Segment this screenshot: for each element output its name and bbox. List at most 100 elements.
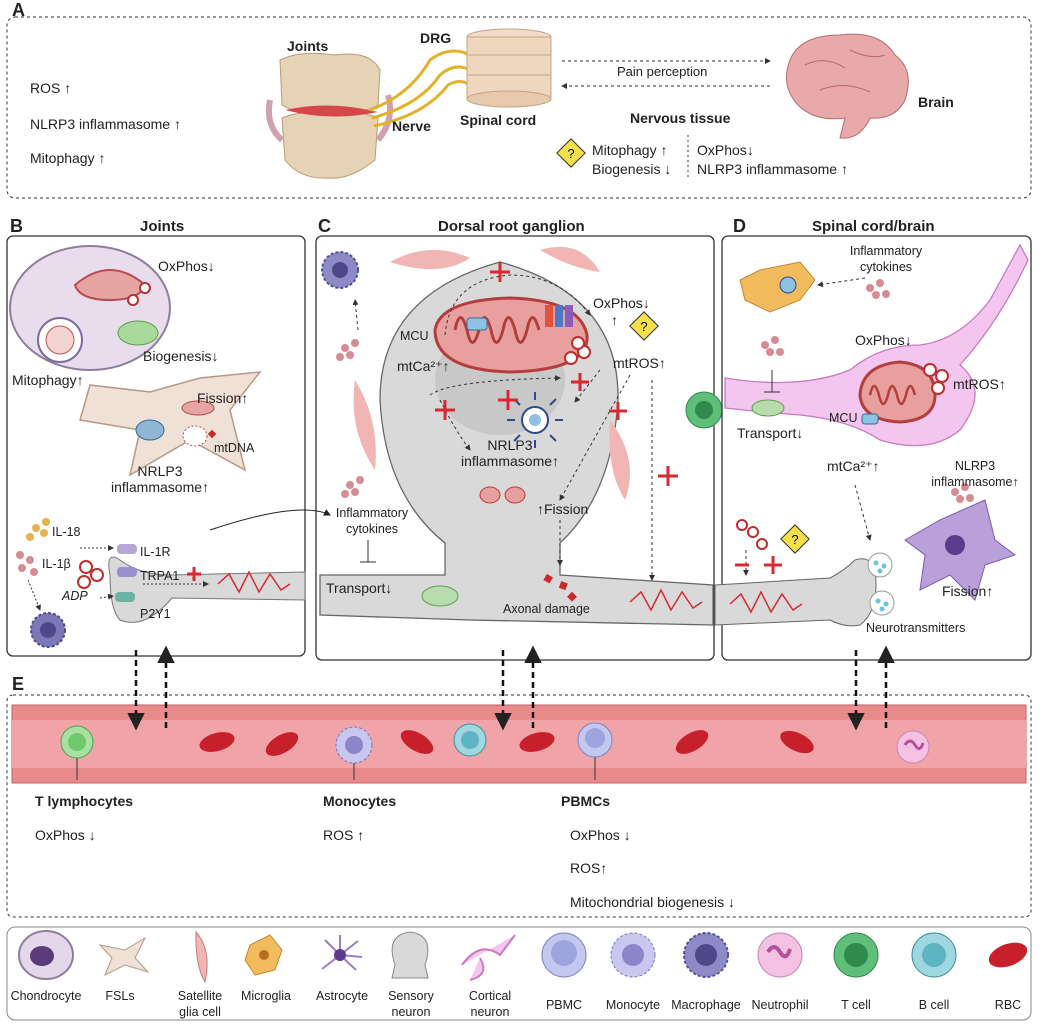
panel-c-letter: C	[318, 216, 331, 236]
vesicles	[867, 552, 895, 616]
t-lymphocytes-title: T lymphocytes	[35, 793, 134, 809]
inflammatory-line: Inflammatory	[335, 506, 409, 520]
astrocyte-cell	[904, 499, 1017, 601]
receptors	[115, 544, 137, 602]
nerve-fiber	[371, 65, 471, 120]
panel-e-letter: E	[12, 674, 25, 694]
drg-label: DRG	[420, 30, 452, 46]
blood-lumen	[12, 720, 1026, 768]
legend-label: Monocyte	[598, 997, 668, 1013]
monocytes-title: Monocytes	[323, 793, 397, 809]
satellite-glia	[353, 246, 630, 500]
pbmc	[577, 722, 613, 758]
cortical-neuron	[724, 243, 1029, 447]
legend-text: B cell	[918, 998, 950, 1012]
legend-text: Microglia	[240, 989, 291, 1003]
drg-sensory-neuron	[319, 261, 714, 626]
question-icon: ?	[780, 524, 810, 554]
arrow-to-drg	[209, 509, 331, 531]
fission-label-b: Fission↑	[197, 390, 249, 406]
legend-label: Chondrocyte	[6, 988, 86, 1004]
pbmcs-item: ROS↑	[570, 860, 608, 876]
legend-text: FSLs	[105, 989, 135, 1003]
mtros-particles-c	[564, 336, 591, 365]
biogenesis-label-b: Biogenesis↓	[143, 348, 219, 364]
legend-label: Neutrophil	[740, 997, 820, 1013]
mtdna-label: mtDNA	[214, 441, 255, 455]
legend-label: PBMC	[534, 997, 594, 1013]
inflammatory-line: cytokines	[859, 260, 913, 274]
panel-a-letter: A	[12, 0, 25, 20]
nlrp3-label-d: NLRP3 inflammasome↑	[920, 458, 1030, 490]
mtros-particles-d	[923, 363, 949, 395]
panel-a-frame	[6, 16, 1032, 199]
microglia-cell-d	[739, 261, 816, 313]
legend-label: T cell	[820, 997, 892, 1013]
axonal-damage-label: Axonal damage	[503, 602, 590, 616]
fission-label-c: ↑Fission	[537, 501, 589, 517]
neurotransmitters-label: Neurotransmitters	[866, 621, 966, 635]
panel-b-letter: B	[10, 216, 23, 236]
nerve-fiber	[373, 80, 471, 128]
spinal-cord-label: Spinal cord	[460, 112, 537, 128]
fission-mito	[479, 486, 501, 504]
action-potential-d	[729, 590, 803, 614]
mtca-label-d: mtCa²⁺↑	[827, 458, 880, 474]
mtros-label-c: mtROS↑	[613, 355, 666, 371]
nlrp3-line: inflammasome↑	[931, 475, 1019, 489]
legend-text: Sensory	[388, 989, 434, 1003]
pbmcs-title: PBMCs	[561, 793, 611, 809]
legend-label: RBC	[980, 997, 1036, 1013]
red-blood-cells	[199, 730, 814, 756]
inflammatory-line: cytokines	[345, 522, 399, 536]
inflammatory-label-d: Inflammatory cytokines	[836, 243, 936, 275]
nerve-fiber	[369, 49, 471, 112]
nervous-tissue-item: OxPhos↓	[697, 142, 754, 158]
panel-b-title: Joints	[140, 218, 185, 235]
monocytes-item: ROS ↑	[323, 827, 365, 843]
mitophagy-label-b: Mitophagy↑	[12, 372, 84, 388]
il1r-label: IL-1R	[140, 545, 171, 559]
nlrp3-line: NRLP3	[487, 437, 533, 453]
mtca-label-c: mtCa²⁺↑	[397, 358, 450, 374]
axonal-damage-marks	[543, 573, 577, 602]
arrow-vesicles	[854, 484, 872, 541]
nlrp3-inflammasome-icon	[507, 392, 563, 448]
svg-text:?: ?	[640, 319, 647, 334]
cytokines-c	[336, 339, 364, 498]
action-potential-b	[217, 570, 291, 594]
knee-joint-illustration	[265, 52, 393, 179]
arrow-cycle	[444, 274, 591, 336]
mitochondrion-drg	[433, 296, 589, 374]
legend-text: neuron	[470, 1005, 510, 1019]
mtros-label-d: mtROS↑	[953, 376, 1006, 392]
question-icon: ?	[556, 138, 586, 168]
t-cell-c	[685, 391, 723, 429]
brain-label: Brain	[918, 94, 954, 110]
legend-text: RBC	[994, 998, 1022, 1012]
panel-a-item: NLRP3 inflammasome ↑	[30, 116, 181, 132]
plus-sign	[498, 390, 518, 410]
nervous-tissue-item: NLRP3 inflammasome ↑	[697, 161, 848, 177]
plus-sign	[571, 373, 589, 391]
nlrp3-line: inflammasome↑	[460, 453, 560, 469]
arrow-cytokines-d	[817, 277, 866, 288]
pbmcs-item: OxPhos ↓	[570, 827, 631, 843]
oxphos-arrow-c: ↑	[611, 312, 618, 328]
panel-a-item: Mitophagy ↑	[30, 150, 106, 166]
pain-perception-label: Pain perception	[617, 64, 708, 79]
plus-sign	[658, 466, 678, 486]
panel-c-frame	[315, 235, 715, 661]
nervous-tissue-label: Nervous tissue	[630, 110, 731, 126]
transported-mito-d	[751, 399, 785, 417]
b-cell	[453, 723, 487, 757]
arrow-microglia	[352, 299, 359, 331]
trpa1-label: TRPA1	[140, 569, 180, 583]
legend-text: Monocyte	[605, 998, 661, 1012]
fsl-fibroblast-cell	[79, 371, 262, 477]
ros-particles	[77, 560, 104, 589]
joints-label: Joints	[287, 38, 329, 54]
plus-sign	[435, 400, 455, 420]
